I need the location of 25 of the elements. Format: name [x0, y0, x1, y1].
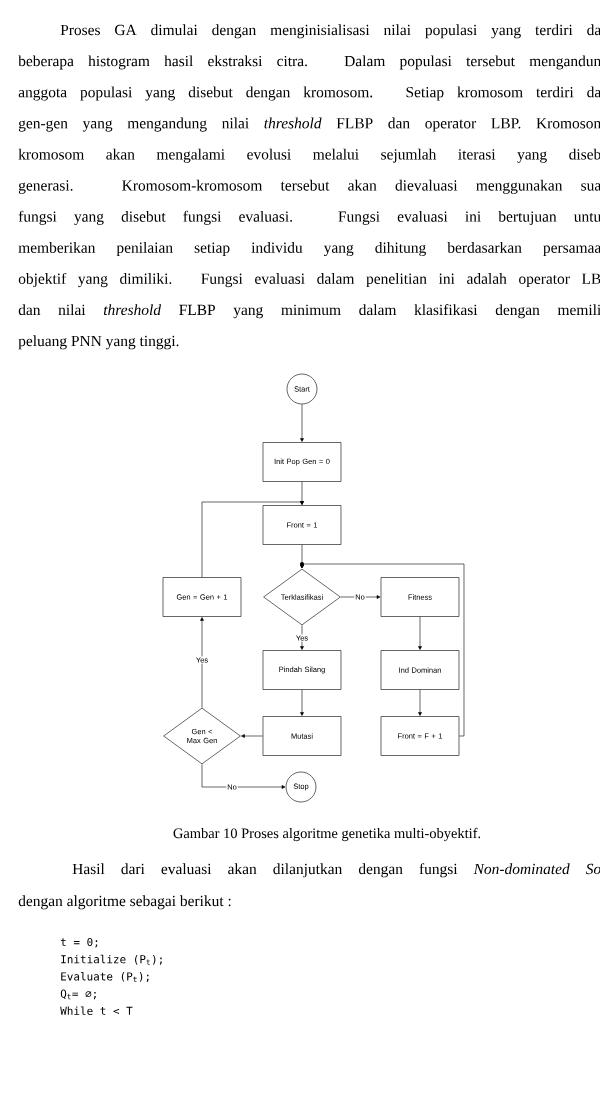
arrow	[418, 689, 422, 716]
paragraph-line: gen-gen yang mengandung nilai threshold FLBP dan operator LBP. Kromoson	[18, 117, 600, 132]
figure-caption: Gambar 10 Proses algoritme genetika multi-obyektif.	[173, 827, 481, 842]
arrow	[200, 617, 204, 708]
arrow	[340, 595, 381, 599]
arrow	[241, 734, 263, 738]
paragraph-line: peluang PNN yang tinggi.	[18, 335, 179, 350]
paragraph-line: objektif yang dimiliki. Fungsi evaluasi dalam penelitian ini adalah operator LB	[18, 272, 600, 288]
code-line: t = 0;	[60, 937, 98, 948]
code-line: While t < T	[60, 1006, 133, 1015]
code-line: Q$_{t}$= ∅;	[60, 989, 96, 1000]
arrow	[201, 501, 304, 578]
arrow	[300, 404, 304, 442]
arrow	[300, 625, 304, 650]
code-line: Evaluate (P$_{t}$);	[61, 972, 149, 983]
arrow	[300, 689, 304, 716]
paragraph-line: kromosom akan mengalami evolusi melalui sejumlah iterasi yang diseb	[18, 148, 600, 163]
paragraph-line: Hasil dari evaluasi akan dilanjutkan dengan fungsi Non-dominated So	[72, 863, 600, 878]
arrow	[300, 563, 465, 737]
paragraph-line: dengan algoritme sebagai berikut :	[18, 895, 231, 910]
paragraph-line: dan nilai threshold FLBP yang minimum dalam klasifikasi dengan memili	[18, 304, 600, 319]
arrow	[201, 764, 286, 789]
code-line: Initialize (P$_{t}$);	[61, 954, 162, 965]
arrow	[418, 616, 422, 650]
paragraph-line: fungsi yang disebut fungsi evaluasi. Fungsi evaluasi ini bertujuan untu	[18, 210, 600, 225]
